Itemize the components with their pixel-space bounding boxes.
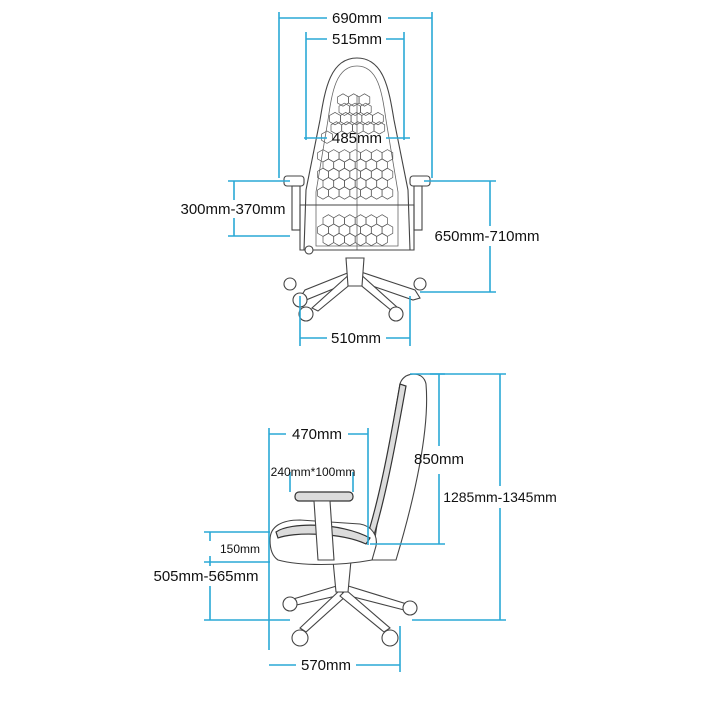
front-view-chair	[283, 57, 431, 322]
label-seat-height-side: 505mm-565mm	[153, 568, 258, 585]
label-base-width: 510mm	[331, 330, 381, 347]
label-total-height: 1285mm-1345mm	[443, 489, 557, 505]
label-armrest-pad-size: 240mm*100mm	[271, 465, 356, 479]
front-dimensions	[228, 12, 496, 346]
label-base-depth: 570mm	[301, 657, 351, 674]
side-dimensions	[204, 373, 506, 672]
label-armrest-height-range: 300mm-370mm	[180, 201, 285, 218]
hex-cell	[373, 121, 386, 135]
label-backrest-height: 850mm	[414, 451, 464, 468]
label-seat-cushion-thickness: 150mm	[220, 542, 260, 556]
hex-cell	[358, 93, 371, 107]
side-armrest	[294, 491, 354, 561]
label-backrest-inner-width: 485mm	[332, 130, 382, 147]
front-right-armrest	[409, 175, 431, 231]
front-hex-pattern	[317, 93, 394, 247]
front-base	[283, 257, 427, 322]
front-left-armrest	[283, 175, 305, 231]
label-backrest-width: 515mm	[332, 31, 382, 48]
label-overall-width: 690mm	[332, 10, 382, 27]
label-seat-height-front: 650mm-710mm	[434, 228, 539, 245]
side-base	[282, 549, 418, 647]
hex-cell	[376, 232, 388, 247]
side-view-chair	[269, 373, 428, 647]
hex-cell	[321, 130, 333, 144]
hex-cell	[381, 186, 394, 200]
dimension-labels: 690mm 515mm 485mm 300mm-370mm 650mm-710m…	[153, 10, 556, 674]
label-seat-depth: 470mm	[292, 426, 342, 443]
hex-cell	[372, 111, 384, 126]
hex-cell	[360, 102, 372, 116]
